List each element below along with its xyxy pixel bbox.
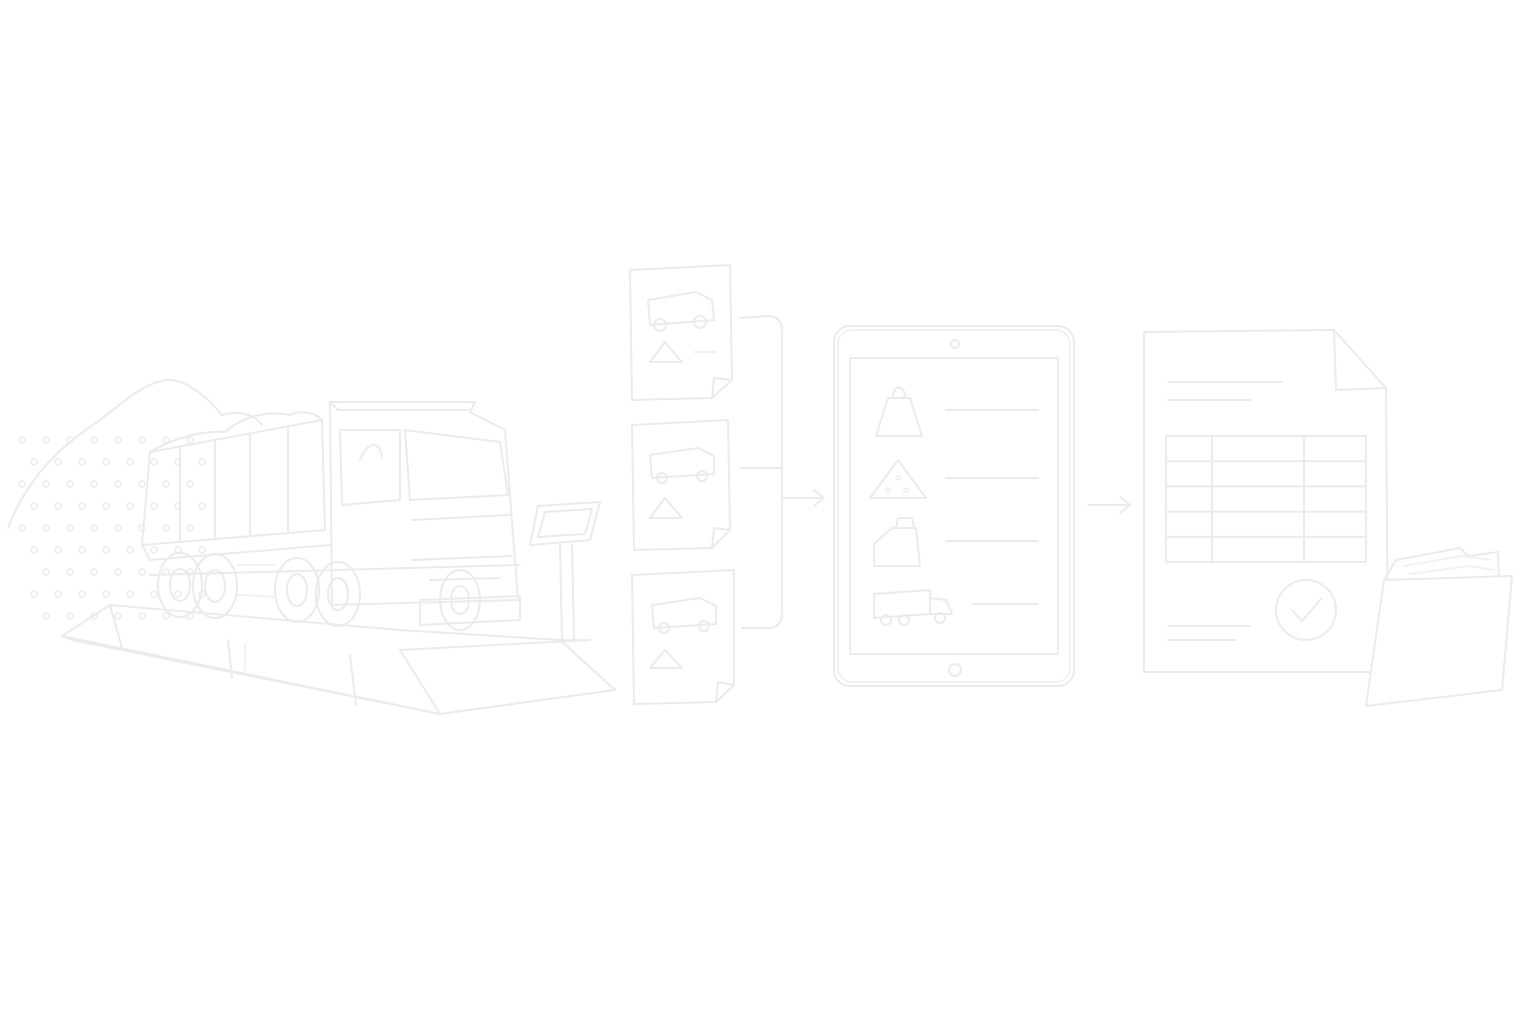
pile-dot — [114, 436, 122, 444]
pile-dot — [102, 546, 110, 554]
pile-dot — [138, 568, 146, 576]
pile-dot — [18, 436, 26, 444]
weigh-ticket — [629, 264, 733, 401]
pile-dot — [150, 590, 158, 598]
pile-dot — [114, 568, 122, 576]
pile-dot — [42, 568, 50, 576]
pile-dot — [198, 458, 206, 466]
pile-dot — [66, 436, 74, 444]
pile-dot — [78, 590, 86, 598]
pile-dot — [174, 590, 182, 598]
pile-dot — [42, 480, 50, 488]
pile-dot — [186, 480, 194, 488]
pile-dot — [198, 502, 206, 510]
pile-dot — [30, 590, 38, 598]
pile-dot — [102, 590, 110, 598]
truck-on-weighbridge-icon — [7, 378, 616, 715]
pile-dot — [30, 458, 38, 466]
truck-icon — [141, 401, 521, 631]
pile-dot — [162, 612, 170, 620]
pile-dot — [102, 458, 110, 466]
pile-dot — [78, 502, 86, 510]
report-table-frame — [1165, 435, 1367, 563]
pile-dot — [150, 458, 158, 466]
material-pile-icon — [7, 378, 263, 620]
pile-dot — [102, 502, 110, 510]
tablet-row — [873, 517, 1039, 567]
pile-dot — [150, 502, 158, 510]
pile-dot — [90, 612, 98, 620]
pile-dot — [126, 590, 134, 598]
pile-dot — [66, 524, 74, 532]
pile-texture — [18, 436, 206, 620]
pile-dot — [30, 502, 38, 510]
pile-dot — [66, 568, 74, 576]
scale-terminal-icon — [529, 501, 601, 641]
pile-dot — [126, 502, 134, 510]
pile-dot — [90, 436, 98, 444]
mixer-icon — [873, 517, 921, 567]
pile-dot — [114, 480, 122, 488]
pile-dot — [186, 436, 194, 444]
pile-dot — [66, 612, 74, 620]
pile-dot — [42, 612, 50, 620]
tablet-icon — [833, 325, 1075, 687]
pile-dot — [54, 590, 62, 598]
weight-icon — [875, 386, 923, 437]
pile-dot — [54, 546, 62, 554]
pile-dot — [198, 546, 206, 554]
pile-dot — [54, 458, 62, 466]
tablet-row — [875, 386, 1039, 437]
pile-dot — [138, 480, 146, 488]
weigh-ticket — [631, 569, 735, 705]
material-pile-icon — [869, 459, 927, 499]
pile-dot — [90, 568, 98, 576]
truck-icon — [873, 589, 953, 626]
weighbridge-platform — [61, 604, 616, 715]
check-icon — [1275, 579, 1337, 641]
pile-dot — [66, 480, 74, 488]
pile-dot — [18, 480, 26, 488]
arrow-right-icon — [1087, 496, 1131, 514]
pile-dot — [126, 458, 134, 466]
pile-dot — [114, 524, 122, 532]
pile-dot — [78, 546, 86, 554]
pile-dot — [78, 458, 86, 466]
folder-icon — [1365, 547, 1513, 707]
pile-dot — [138, 436, 146, 444]
arrow-right-icon — [781, 489, 825, 507]
pile-dot — [54, 502, 62, 510]
pile-dot — [126, 546, 134, 554]
pile-dot — [138, 524, 146, 532]
pile-dot — [90, 524, 98, 532]
pile-dot — [138, 612, 146, 620]
pile-dot — [162, 524, 170, 532]
weigh-ticket — [631, 419, 731, 551]
pile-dot — [42, 436, 50, 444]
tablet-row — [869, 459, 1039, 499]
tickets-bracket — [739, 315, 783, 629]
tablet-row — [873, 589, 1039, 626]
report-document-icon — [1143, 329, 1389, 673]
truck-wheels — [157, 552, 481, 631]
pile-dot — [114, 612, 122, 620]
pile-dot — [162, 480, 170, 488]
pile-dot — [150, 546, 158, 554]
pile-dot — [18, 524, 26, 532]
weigh-tickets-icon — [629, 264, 783, 705]
pile-dot — [186, 524, 194, 532]
report-table — [1165, 435, 1367, 563]
pile-dot — [90, 480, 98, 488]
pile-dot — [42, 524, 50, 532]
pile-dot — [30, 546, 38, 554]
